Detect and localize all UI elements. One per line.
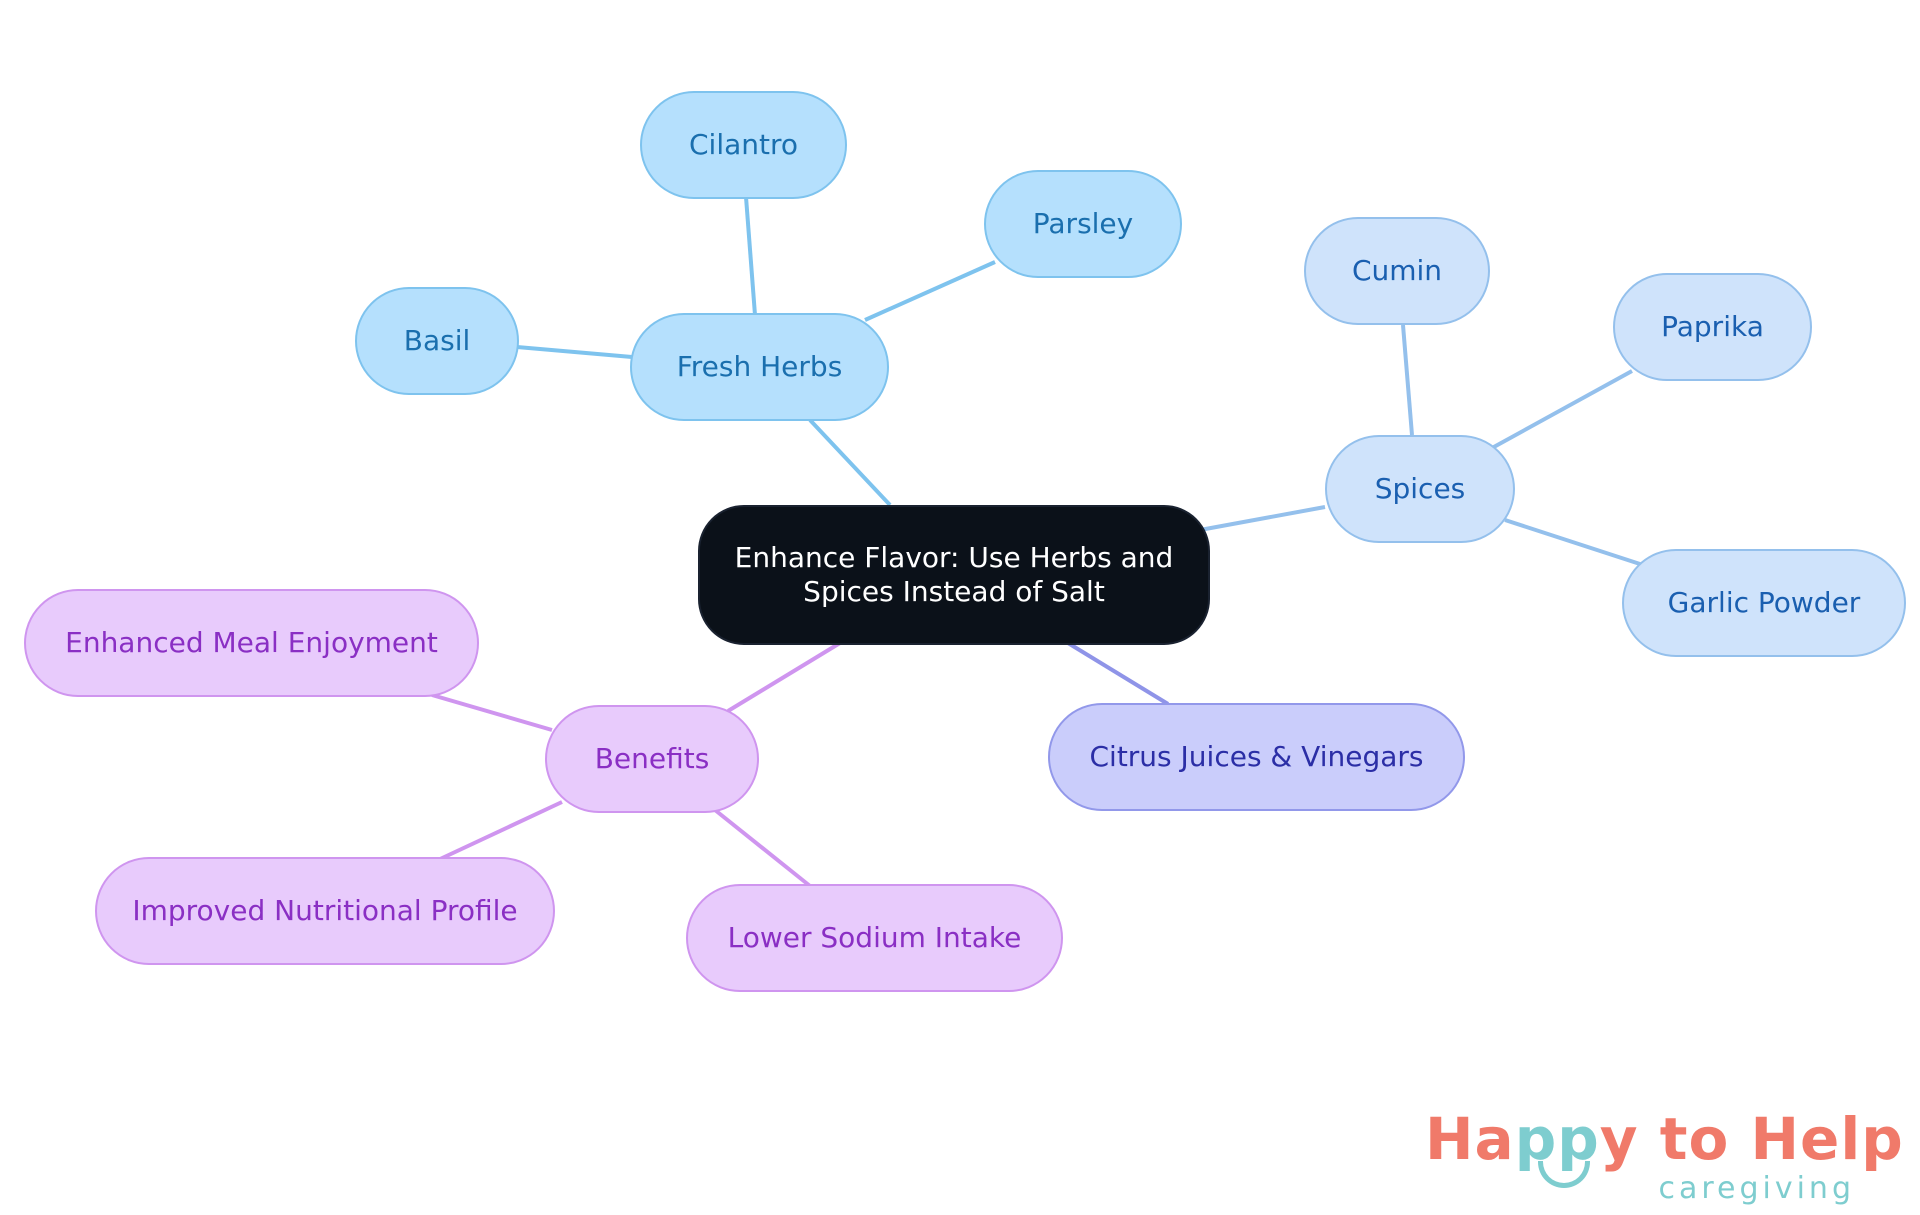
citrus-label: Citrus Juices & Vinegars bbox=[1089, 740, 1424, 774]
enhanced-meal-enjoyment-label: Enhanced Meal Enjoyment bbox=[65, 626, 438, 660]
node-lower-sodium-intake[interactable]: Lower Sodium Intake bbox=[686, 884, 1063, 992]
node-parsley[interactable]: Parsley bbox=[984, 170, 1182, 278]
edge-benefits-nutrition bbox=[437, 800, 563, 862]
node-improved-nutritional-profile[interactable]: Improved Nutritional Profile bbox=[95, 857, 555, 965]
node-spices[interactable]: Spices bbox=[1325, 435, 1515, 543]
edge-benefits-sodium bbox=[713, 808, 812, 888]
node-citrus-juices-vinegars[interactable]: Citrus Juices & Vinegars bbox=[1048, 703, 1465, 811]
node-garlic-powder[interactable]: Garlic Powder bbox=[1622, 549, 1906, 657]
node-enhanced-meal-enjoyment[interactable]: Enhanced Meal Enjoyment bbox=[24, 589, 479, 697]
node-basil[interactable]: Basil bbox=[355, 287, 519, 395]
edge-benefits-enjoyment bbox=[431, 693, 553, 732]
edge-spices-paprika bbox=[1491, 369, 1633, 450]
edge-root-benefits bbox=[726, 641, 842, 713]
smile-icon bbox=[1538, 1161, 1590, 1188]
node-paprika[interactable]: Paprika bbox=[1613, 273, 1812, 381]
root-node[interactable]: Enhance Flavor: Use Herbs and Spices Ins… bbox=[698, 505, 1210, 645]
lower-sodium-intake-label: Lower Sodium Intake bbox=[727, 921, 1022, 955]
node-cumin[interactable]: Cumin bbox=[1304, 217, 1490, 325]
benefits-label: Benefits bbox=[594, 742, 710, 776]
cilantro-label: Cilantro bbox=[688, 128, 799, 162]
edge-root-spices bbox=[1199, 505, 1326, 532]
brand-logo: Happy to Help caregiving bbox=[1425, 1105, 1903, 1215]
edge-root-fresh-herbs bbox=[808, 418, 892, 507]
edge-spices-cumin bbox=[1401, 324, 1414, 436]
improved-nutritional-profile-label: Improved Nutritional Profile bbox=[132, 894, 518, 928]
logo-tagline: caregiving bbox=[1658, 1171, 1855, 1206]
edge-root-citrus bbox=[1066, 641, 1170, 706]
node-benefits[interactable]: Benefits bbox=[545, 705, 759, 813]
edge-herbs-parsley bbox=[864, 260, 996, 322]
spices-label: Spices bbox=[1374, 472, 1466, 506]
edge-spices-garlic bbox=[1504, 518, 1641, 566]
garlic-powder-label: Garlic Powder bbox=[1667, 586, 1861, 620]
node-cilantro[interactable]: Cilantro bbox=[640, 91, 847, 199]
logo-wordmark: Happy to Help bbox=[1425, 1105, 1904, 1173]
node-fresh-herbs[interactable]: Fresh Herbs bbox=[630, 313, 889, 421]
root-label: Enhance Flavor: Use Herbs and Spices Ins… bbox=[734, 541, 1174, 608]
fresh-herbs-label: Fresh Herbs bbox=[676, 350, 843, 384]
basil-label: Basil bbox=[403, 324, 471, 358]
parsley-label: Parsley bbox=[1032, 207, 1134, 241]
edge-herbs-basil bbox=[516, 345, 633, 359]
cumin-label: Cumin bbox=[1351, 254, 1443, 288]
paprika-label: Paprika bbox=[1661, 310, 1764, 344]
edge-herbs-cilantro bbox=[744, 196, 757, 316]
